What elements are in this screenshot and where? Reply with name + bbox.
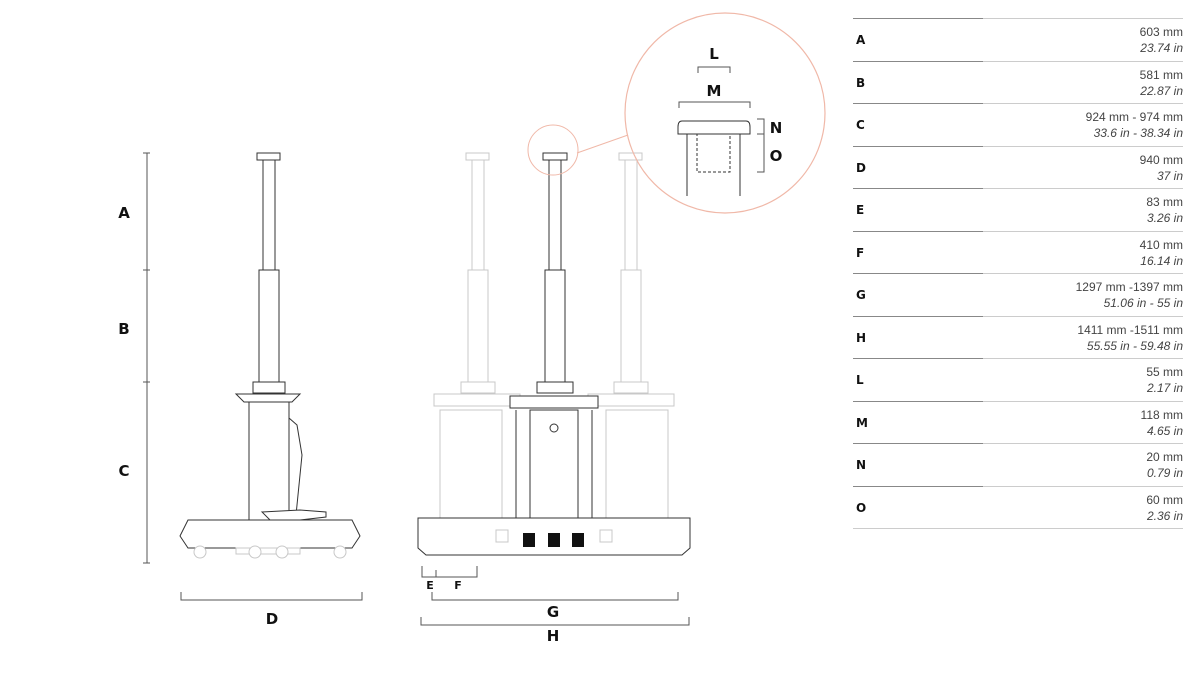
spec-in: 0.79 in — [1146, 466, 1183, 480]
side-view-lift: A B C D — [118, 152, 363, 628]
spec-in: 22.87 in — [1140, 83, 1183, 98]
lift-dimension-diagram: A B C D — [118, 12, 826, 645]
spec-mm: 83 mm — [1146, 195, 1183, 209]
spec-mm: 1411 mm -1511 mm — [1077, 322, 1183, 337]
spec-mm: 20 mm — [1146, 450, 1183, 464]
spec-row-c: C 924 mm - 974 mm 33.6 in - 38.34 in — [853, 103, 1183, 146]
spec-in: 2.36 in — [1146, 508, 1183, 523]
spec-key: F — [856, 245, 865, 260]
spec-mm: 118 mm — [1140, 407, 1183, 422]
spec-key: O — [856, 500, 867, 515]
spec-in: 3.26 in — [1146, 211, 1183, 225]
spec-mm: 60 mm — [1146, 492, 1183, 507]
spec-values: 55 mm 2.17 in — [1146, 364, 1183, 396]
spec-key: A — [856, 33, 866, 47]
spec-row-e: E 83 mm 3.26 in — [853, 188, 1183, 231]
spec-in: 55.55 in - 59.48 in — [1086, 338, 1183, 353]
spec-in: 51.06 in - 55 in — [1103, 296, 1183, 310]
spec-mm: 55 mm — [1146, 365, 1183, 379]
spec-key: H — [856, 330, 867, 345]
spec-in: 37 in — [1156, 168, 1183, 183]
front-view-faded-positions — [433, 152, 675, 521]
label-m: M — [707, 82, 722, 100]
label-f: F — [454, 579, 462, 592]
label-c: C — [118, 462, 129, 480]
front-view-lift: E F G H — [417, 152, 691, 645]
label-e: E — [426, 579, 434, 592]
spec-row-g: G 1297 mm -1397 mm 51.06 in - 55 in — [853, 273, 1183, 316]
label-h: H — [547, 627, 560, 645]
spec-key: B — [856, 75, 866, 90]
spec-key: E — [856, 203, 865, 217]
spec-mm: 1297 mm -1397 mm — [1075, 280, 1183, 294]
spec-mm: 603 mm — [1139, 25, 1183, 39]
spec-in: 33.6 in - 38.34 in — [1093, 126, 1183, 140]
spec-mm: 940 mm — [1139, 152, 1183, 167]
spec-in: 2.17 in — [1146, 381, 1183, 395]
spec-values: 603 mm 23.74 in — [1140, 24, 1183, 56]
spec-values: 20 mm 0.79 in — [1146, 449, 1183, 481]
spec-in: 4.65 in — [1146, 423, 1183, 438]
spec-row-n: N 20 mm 0.79 in — [853, 443, 1183, 486]
label-g: G — [547, 603, 559, 621]
cap-detail-callout: L M N O — [527, 12, 826, 214]
label-n: N — [770, 119, 783, 137]
spec-row-l: L 55 mm 2.17 in — [853, 358, 1183, 401]
spec-row-a: A 603 mm 23.74 in — [853, 18, 1183, 61]
spec-mm: 924 mm - 974 mm — [1085, 110, 1183, 124]
spec-in: 23.74 in — [1140, 41, 1183, 55]
spec-key: G — [856, 288, 866, 302]
spec-in: 16.14 in — [1140, 253, 1183, 268]
spec-values: 83 mm 3.26 in — [1146, 194, 1183, 226]
spec-mm: 410 mm — [1139, 237, 1183, 252]
spec-key: L — [856, 373, 864, 387]
spec-key: C — [856, 118, 865, 132]
label-a: A — [118, 204, 130, 222]
label-d: D — [266, 610, 278, 628]
spec-mm: 581 mm — [1139, 67, 1183, 82]
label-o: O — [770, 147, 783, 165]
spec-key: D — [856, 160, 866, 175]
spec-values: 1297 mm -1397 mm 51.06 in - 55 in — [1076, 279, 1183, 311]
spec-key: N — [856, 458, 867, 472]
spec-key: M — [856, 415, 868, 430]
label-l: L — [709, 45, 719, 63]
spec-values: 924 mm - 974 mm 33.6 in - 38.34 in — [1086, 109, 1183, 141]
label-b: B — [118, 320, 129, 338]
